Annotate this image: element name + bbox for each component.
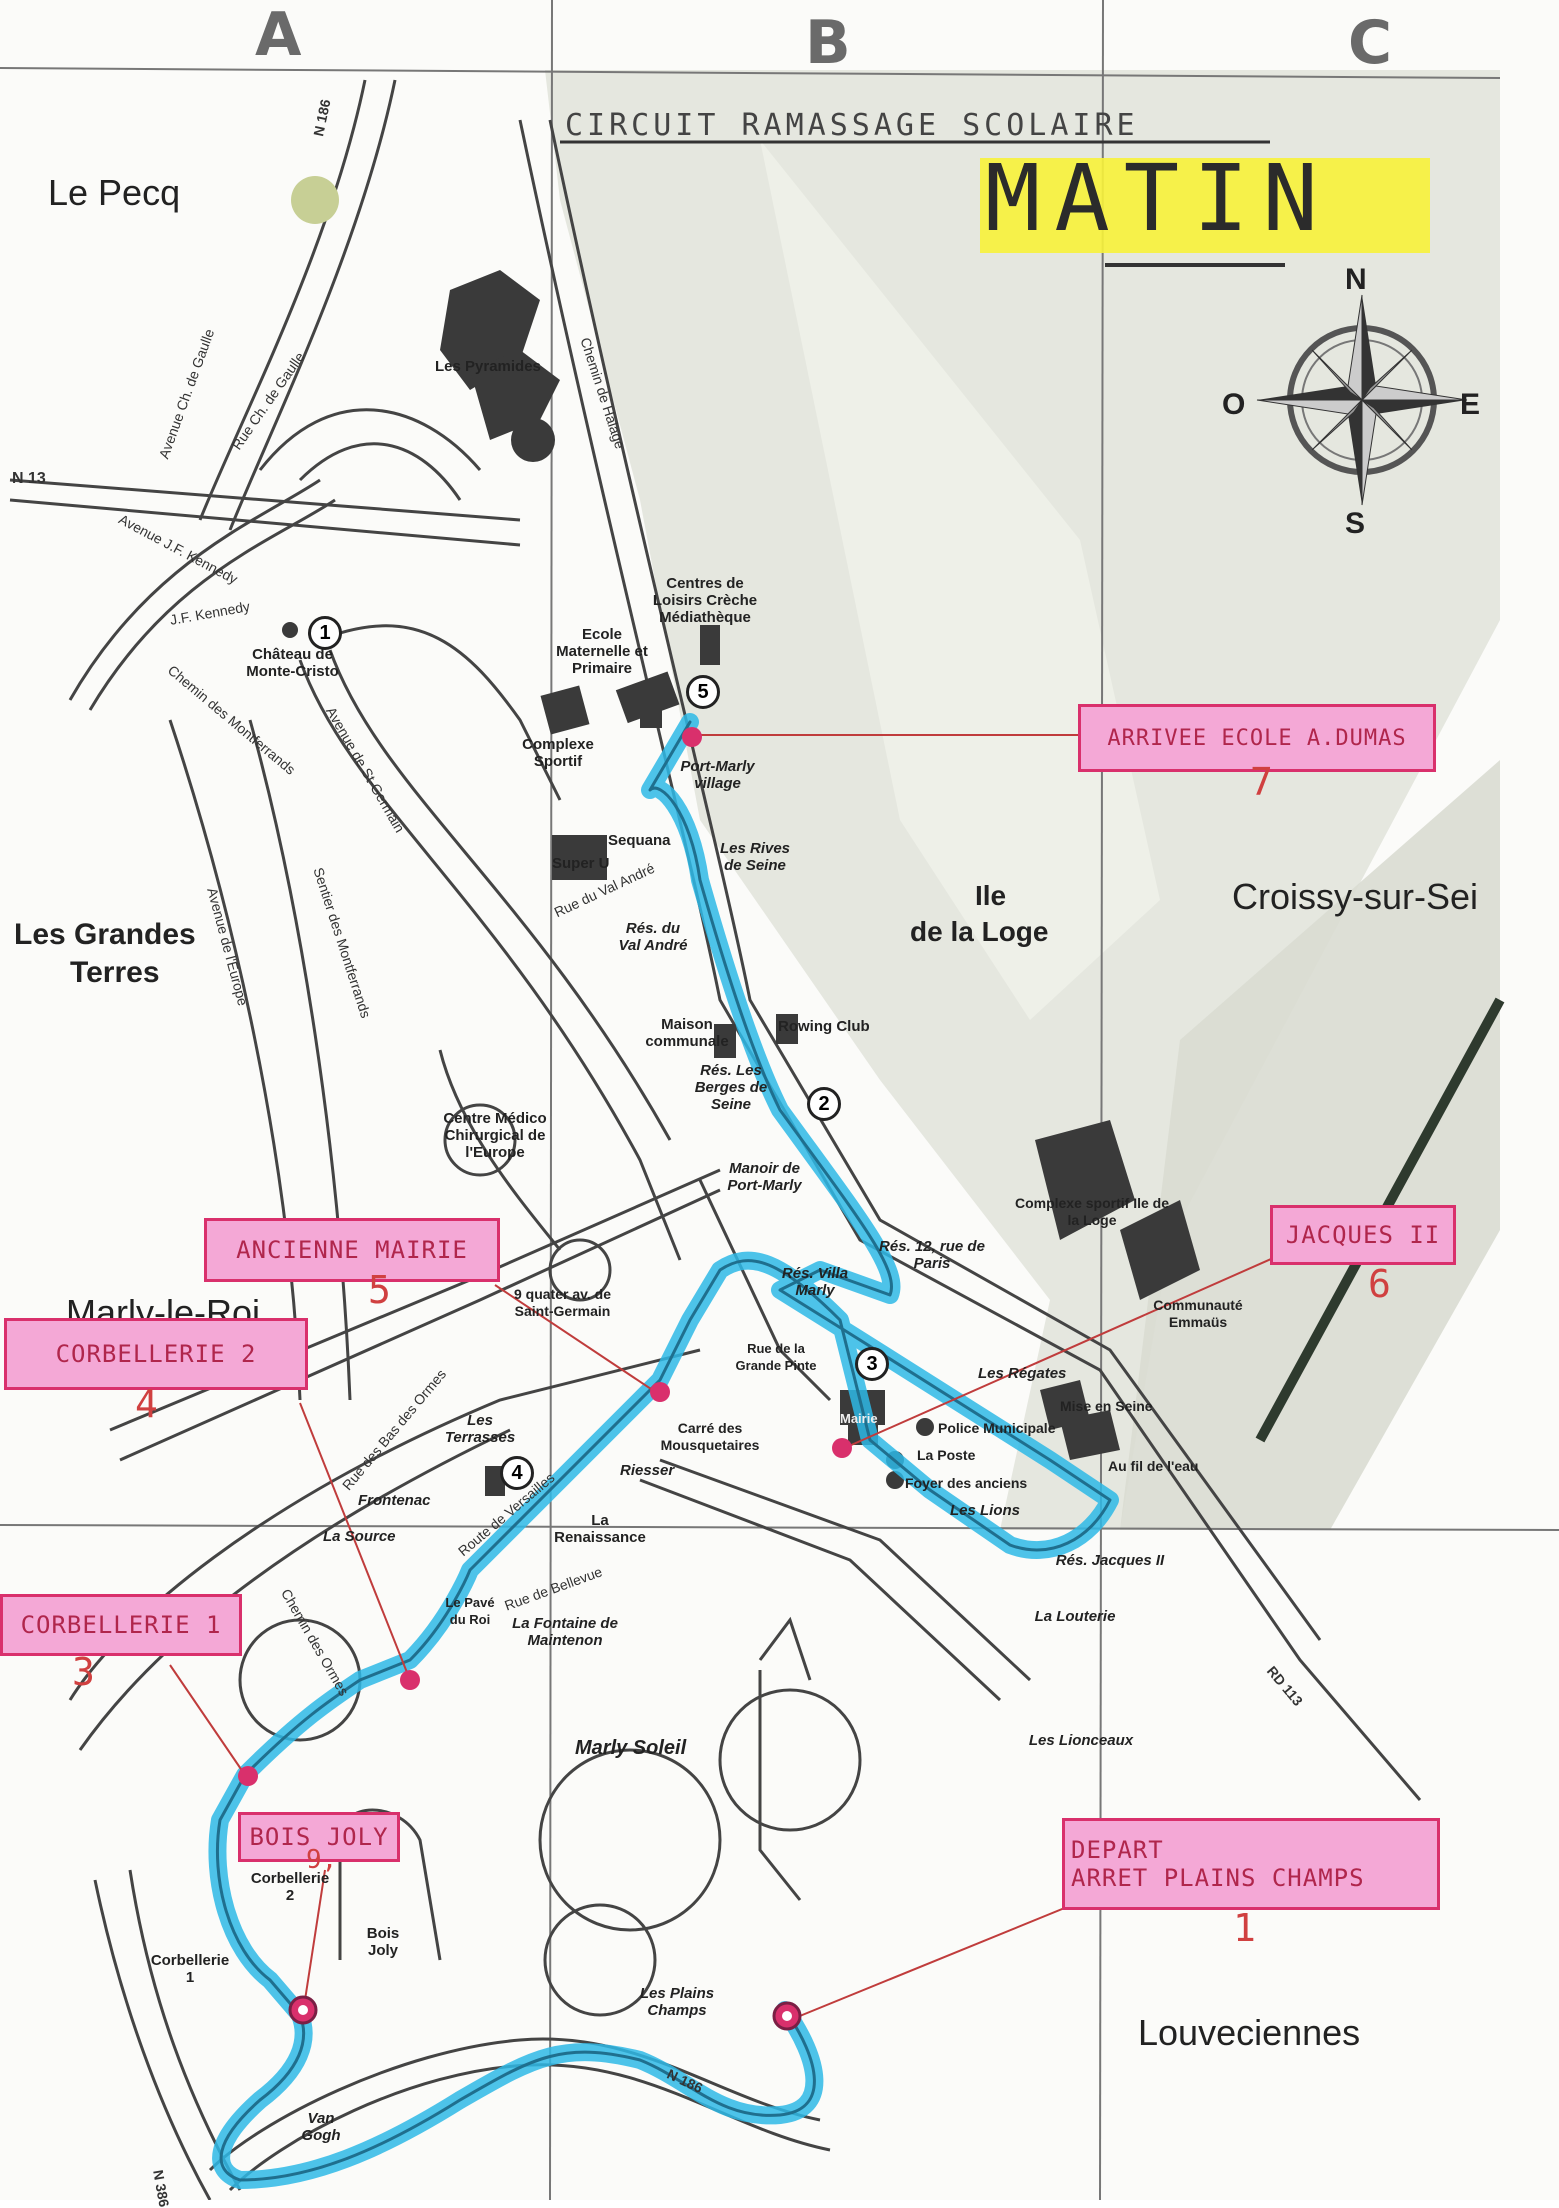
place-port-marly: Port-Marly village xyxy=(680,758,755,792)
grid-column-c: C xyxy=(1348,8,1393,78)
marker-4: 4 xyxy=(500,1456,534,1490)
place-lionceaux: Les Lionceaux xyxy=(1028,1732,1134,1749)
stop-number-6: 6 xyxy=(1368,1262,1391,1306)
place-bois-joly: Bois Joly xyxy=(366,1925,400,1959)
stop-number-bois-joly: 9, xyxy=(306,1845,338,1875)
ile-label-2: de la Loge xyxy=(910,916,1049,947)
place-rue-grande-pinte: Rue de la Grande Pinte xyxy=(735,1341,817,1373)
place-la-poste: La Poste xyxy=(917,1447,976,1463)
place-corbellerie-1: Corbellerie 1 xyxy=(150,1952,230,1986)
marker-3: 3 xyxy=(855,1347,889,1381)
marker-1: 1 xyxy=(308,616,342,650)
place-riesser: Riesser xyxy=(620,1462,675,1479)
place-ecole: Ecole Maternelle et Primaire xyxy=(556,626,648,677)
place-police: Police Municipale xyxy=(938,1420,1056,1436)
stop-label-ancienne-mairie: ANCIENNE MAIRIE xyxy=(204,1218,500,1282)
town-louveciennes: Louveciennes xyxy=(1138,2012,1361,2053)
place-rowing: Rowing Club xyxy=(778,1018,870,1035)
compass-west: O xyxy=(1222,388,1246,421)
place-berges: Rés. Les Berges de Seine xyxy=(694,1062,768,1113)
place-emmaus: Communauté Emmaüs xyxy=(1153,1297,1243,1330)
place-res-12-paris: Rés. 12, rue de Paris xyxy=(879,1238,985,1272)
place-rives-seine: Les Rives de Seine xyxy=(719,840,791,874)
map-subtitle: MATIN xyxy=(985,145,1332,252)
place-chateau: Château de Monte-Cristo xyxy=(246,646,339,680)
stop-depart-line1: DEPART xyxy=(1071,1836,1164,1864)
place-complexe-sportif: Complexe Sportif xyxy=(522,736,594,770)
stop-number-5: 5 xyxy=(368,1268,391,1312)
place-carre: Carré des Mousquetaires xyxy=(660,1420,760,1453)
place-res-val-andre: Rés. du Val André xyxy=(618,920,688,954)
place-sequana: Sequana xyxy=(608,832,671,849)
place-terrasses: Les Terrasses xyxy=(444,1412,516,1446)
place-van-gogh: Van Gogh xyxy=(301,2110,341,2144)
compass-north: N xyxy=(1345,263,1367,296)
place-centres-loisirs: Centres de Loisirs Crèche Médiathèque xyxy=(652,575,758,626)
compass-south: S xyxy=(1345,507,1366,540)
compass-icon xyxy=(1256,294,1468,506)
place-res-villa-marly: Rés. Villa Marly xyxy=(781,1265,849,1299)
stop-number-1: 1 xyxy=(1233,1906,1256,1950)
place-corbellerie-2: Corbellerie 2 xyxy=(250,1870,330,1904)
stop-label-jacques-ii: JACQUES II xyxy=(1270,1205,1456,1265)
place-centre-medical: Centre Médico Chirurgical de l'Europe xyxy=(443,1110,547,1161)
place-mise-en-seine: Mise en Seine xyxy=(1060,1398,1153,1414)
grid-column-a: A xyxy=(255,0,302,70)
place-frontenac: Frontenac xyxy=(358,1492,431,1509)
place-pave-roi: Le Pavé du Roi xyxy=(445,1595,495,1627)
ile-label-1: Ile xyxy=(975,880,1007,911)
town-grandes-terres-1: Les Grandes xyxy=(14,918,196,951)
map-title: CIRCUIT RAMASSAGE SCOLAIRE xyxy=(565,108,1139,143)
place-maison-communale: Maison communale xyxy=(645,1016,729,1050)
place-la-source: La Source xyxy=(323,1528,396,1545)
grid-column-b: B xyxy=(805,8,851,78)
stop-number-7: 7 xyxy=(1250,760,1273,804)
place-complexe-ile: Complexe sportif Ile de la Loge xyxy=(1014,1195,1170,1228)
town-le-pecq: Le Pecq xyxy=(48,172,181,213)
town-croissy: Croissy-sur-Sei xyxy=(1232,876,1479,917)
place-nine-quater: 9 quater av. de Saint-Germain xyxy=(513,1286,611,1319)
stop-depart-line2: ARRET PLAINS CHAMPS xyxy=(1071,1864,1365,1892)
place-renaissance: La Renaissance xyxy=(554,1512,646,1546)
stop-number-3: 3 xyxy=(72,1650,95,1694)
place-super-u: Super U xyxy=(552,855,610,872)
road-n13: N 13 xyxy=(12,470,46,487)
stop-label-corbellerie-2: CORBELLERIE 2 xyxy=(4,1318,308,1390)
stop-label-depart: DEPART ARRET PLAINS CHAMPS xyxy=(1062,1818,1440,1910)
place-res-jacques: Rés. Jacques II xyxy=(1055,1552,1165,1569)
place-au-fil: Au fil de l'eau xyxy=(1108,1458,1199,1474)
place-louterie: La Louterie xyxy=(1034,1608,1116,1625)
place-plains-champs: Les Plains Champs xyxy=(639,1985,715,2019)
marker-5: 5 xyxy=(686,675,720,709)
place-manoir: Manoir de Port-Marly xyxy=(727,1160,802,1194)
place-fontaine: La Fontaine de Maintenon xyxy=(512,1615,618,1649)
marker-2: 2 xyxy=(807,1087,841,1121)
place-marly-soleil: Marly Soleil xyxy=(575,1737,687,1759)
stop-number-4: 4 xyxy=(135,1382,158,1426)
place-les-lions: Les Lions xyxy=(950,1502,1021,1519)
place-mairie: Mairie xyxy=(840,1411,878,1426)
place-foyer: Foyer des anciens xyxy=(905,1475,1028,1491)
place-pyramides: Les Pyramides xyxy=(435,358,541,375)
place-regates: Les Régates xyxy=(978,1365,1067,1382)
town-grandes-terres-2: Terres xyxy=(70,956,160,989)
stop-label-corbellerie-1: CORBELLERIE 1 xyxy=(0,1594,242,1656)
compass-east: E xyxy=(1460,388,1481,421)
stop-label-arrivee: ARRIVEE ECOLE A.DUMAS xyxy=(1078,704,1436,772)
stop-label-bois-joly: BOIS JOLY xyxy=(238,1812,400,1862)
